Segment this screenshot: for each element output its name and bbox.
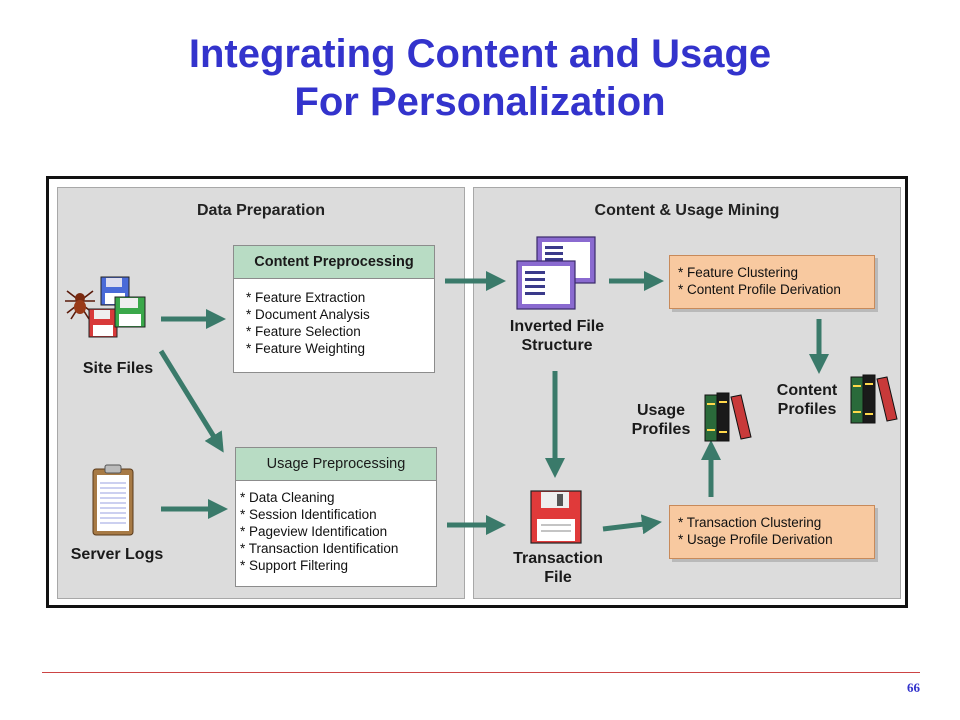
books-icon: [850, 374, 898, 424]
content-profiles-label: Content Profiles: [765, 381, 849, 419]
floppy-disk-icon: [88, 276, 146, 338]
inverted-file-label-line-1: Inverted File: [509, 318, 605, 335]
list-item: * Document Analysis: [246, 307, 370, 322]
floppy-disk-icon: [530, 490, 582, 544]
list-item: * Feature Selection: [246, 324, 361, 339]
data-preparation-title: Data Preparation: [196, 202, 326, 219]
content-usage-mining-title: Content & Usage Mining: [594, 202, 780, 219]
list-item: * Transaction Identification: [240, 541, 399, 556]
usage-profiles-label-line-2: Profiles: [631, 421, 691, 438]
list-item: * Feature Extraction: [246, 290, 366, 305]
usage-preprocessing-list: * Data Cleaning * Session Identification…: [236, 481, 436, 574]
list-item: * Content Profile Derivation: [678, 282, 841, 297]
usage-preprocessing-box: Usage Preprocessing * Data Cleaning * Se…: [235, 447, 437, 587]
inverted-file-label-line-2: Structure: [521, 337, 593, 354]
title-line-2: For Personalization: [294, 80, 666, 124]
list-item: * Usage Profile Derivation: [678, 532, 833, 547]
list-item: * Support Filtering: [240, 558, 349, 573]
flow-arrows: [158, 271, 829, 535]
usage-preprocessing-header: Usage Preprocessing: [236, 448, 436, 481]
list-item: * Feature Clustering: [678, 265, 799, 280]
content-profiles-label-line-2: Profiles: [777, 401, 837, 418]
transaction-file-label-line-1: Transaction: [513, 550, 603, 567]
list-item: * Data Cleaning: [240, 490, 335, 505]
usage-profiles-label: Usage Profiles: [621, 401, 701, 439]
transaction-file-label: Transaction File: [501, 549, 615, 587]
transaction-file-label-line-2: File: [544, 569, 572, 586]
content-profiles-label-line-1: Content: [776, 382, 838, 399]
content-preprocessing-list: * Feature Extraction * Document Analysis…: [234, 279, 434, 357]
list-item: * Session Identification: [240, 507, 377, 522]
title-line-1: Integrating Content and Usage: [188, 32, 772, 76]
clipboard-icon: [92, 464, 134, 536]
content-preprocessing-box: Content Preprocessing * Feature Extracti…: [233, 245, 435, 373]
server-logs-label: Server Logs: [70, 546, 164, 563]
arrow-sitefiles-to-usage: [158, 349, 224, 453]
page-number: 66: [907, 680, 920, 695]
list-item: * Pageview Identification: [240, 524, 388, 539]
inverted-file-label: Inverted File Structure: [495, 317, 619, 355]
usage-mining-box: * Transaction Clustering * Usage Profile…: [669, 505, 875, 559]
footer-divider: [42, 672, 920, 673]
spider-icon: [65, 290, 95, 320]
arrow-transaction-to-mining: [602, 514, 662, 535]
content-preprocessing-header: Content Preprocessing: [234, 246, 434, 279]
site-files-label: Site Files: [82, 360, 154, 377]
content-mining-box: * Feature Clustering * Content Profile D…: [669, 255, 875, 309]
slide-title: Integrating Content and Usage For Person…: [0, 30, 960, 126]
list-item: * Transaction Clustering: [678, 515, 822, 530]
books-icon: [704, 392, 752, 442]
usage-profiles-label-line-1: Usage: [636, 402, 686, 419]
document-icon: [516, 236, 596, 310]
list-item: * Feature Weighting: [246, 341, 366, 356]
personalization-diagram: Data Preparation Content & Usage Mining …: [46, 176, 908, 608]
